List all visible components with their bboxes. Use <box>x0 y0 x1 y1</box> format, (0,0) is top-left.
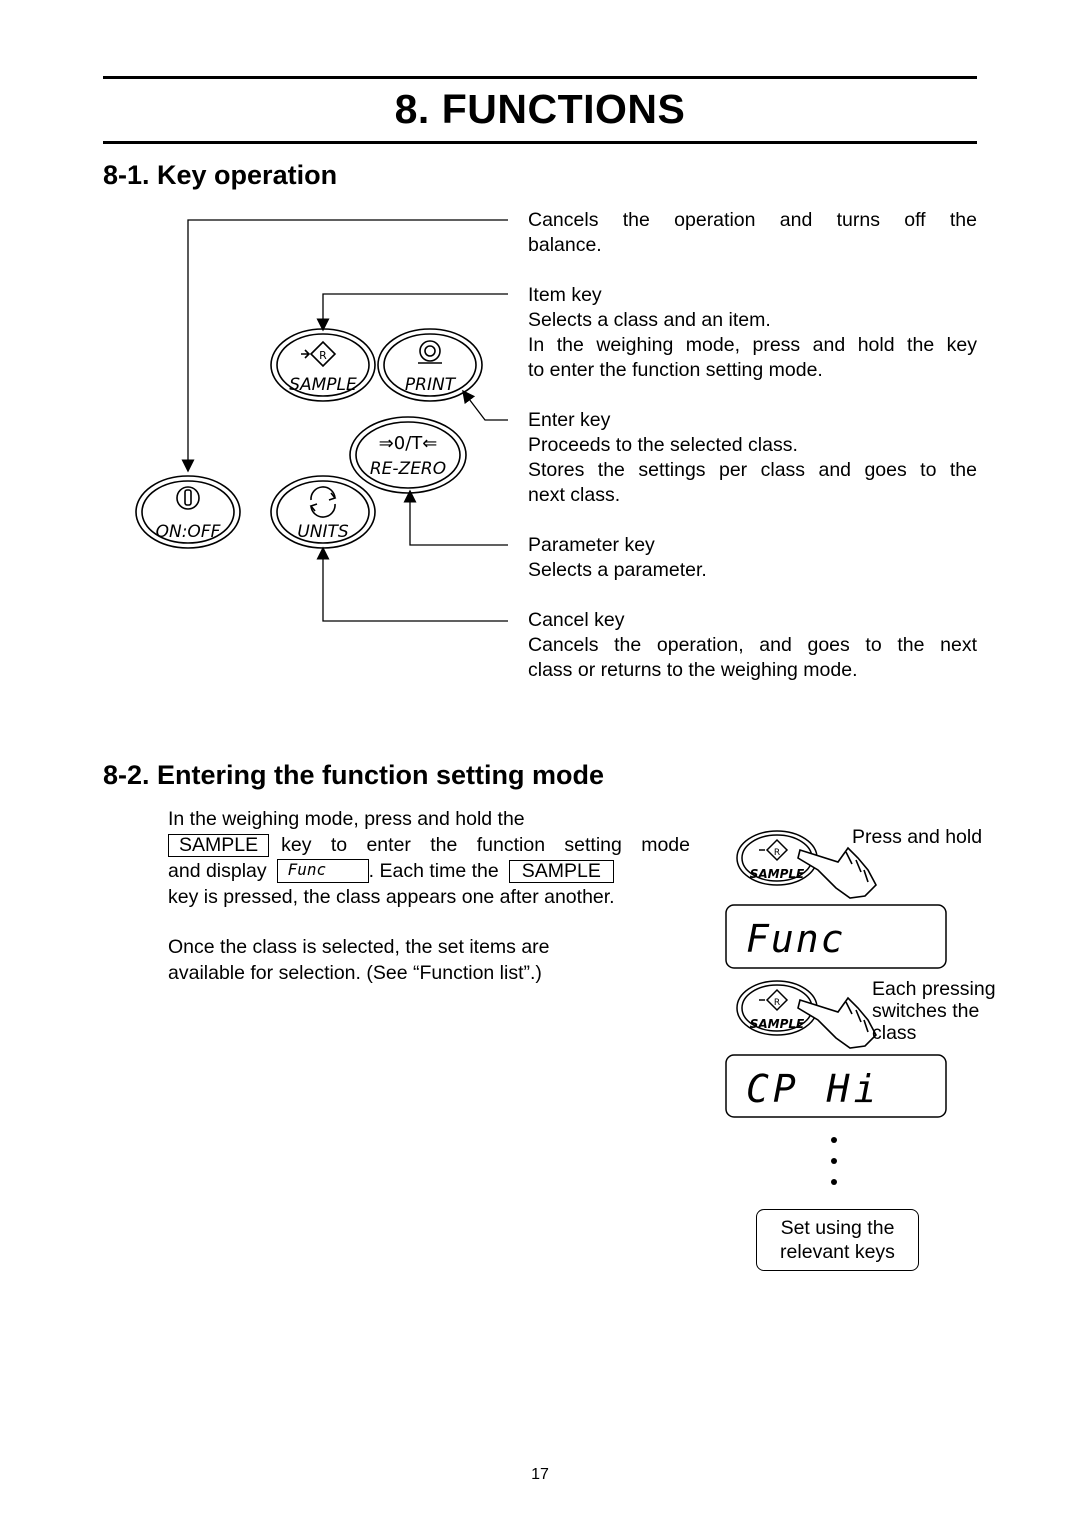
onoff-key-label: ON:OFF <box>156 522 221 542</box>
leader-line-sample <box>316 293 508 332</box>
desc-parameter-key: Parameter key Selects a parameter. <box>528 534 707 581</box>
leader-line-onoff <box>181 219 508 473</box>
key-diagram: R SAMPLE PRINT ⇒0/T⇐ RE-ZERO ON:OFF UNIT… <box>135 219 508 622</box>
bottom-rule <box>103 141 977 144</box>
rezero-key-label: RE-ZERO <box>370 459 446 479</box>
press-and-hold-label: Press and hold <box>852 826 983 848</box>
ellipsis-dot-1 <box>831 1137 837 1143</box>
sample-key-inline-2: SAMPLE <box>508 859 614 883</box>
hand-pointer-icon-2 <box>797 996 877 1049</box>
print-key <box>377 328 483 402</box>
lcd-display-cphi <box>725 1054 947 1118</box>
section-title-key-operation: 8-1. Key operation <box>103 160 338 190</box>
sample-key <box>270 328 376 402</box>
leader-line-units <box>316 546 508 622</box>
units-key <box>270 475 376 549</box>
leader-line-rezero <box>403 489 508 546</box>
lcd-text-func: Func <box>746 917 846 961</box>
desc-cancel-key: Cancel key Cancels the operation, and go… <box>528 609 977 681</box>
lcd-text-cphi: CP Hi <box>746 1067 880 1111</box>
desc-item-key: Item key Selects a class and an item. In… <box>528 284 977 381</box>
onoff-key <box>135 475 241 549</box>
rezero-key <box>349 416 467 494</box>
ellipsis-dot-3 <box>831 1179 837 1185</box>
sample-key-label: SAMPLE <box>289 375 357 395</box>
page-number: 17 <box>531 1466 549 1483</box>
print-key-label: PRINT <box>405 375 457 395</box>
hand-pointer-icon-1 <box>797 846 877 899</box>
lcd-display-func <box>725 904 947 969</box>
leader-line-enter <box>462 389 508 421</box>
ellipsis-dot-2 <box>831 1158 837 1164</box>
section2-paragraph1: In the weighing mode, press and hold the… <box>168 808 690 908</box>
svg-text:SAMPLE: SAMPLE <box>750 867 805 881</box>
sample-key-inline: SAMPLE <box>168 833 270 857</box>
sample-key-r: R <box>319 349 327 362</box>
rezero-key-symbol: ⇒0/T⇐ <box>379 433 438 454</box>
desc-onoff: Cancels the operation and turns off the … <box>528 209 977 256</box>
each-pressing-label: Each pressing switches the class <box>872 978 996 1044</box>
func-display-inline: Func <box>276 859 369 883</box>
chapter-title: 8. FUNCTIONS <box>394 86 686 132</box>
svg-text:SAMPLE: SAMPLE <box>750 1017 805 1031</box>
section2-paragraph2: Once the class is selected, the set item… <box>168 936 550 984</box>
set-using-relevant-keys-box: Set using the relevant keys <box>756 1209 919 1271</box>
svg-text:R: R <box>774 848 780 858</box>
units-key-label: UNITS <box>297 522 349 542</box>
top-rule <box>103 76 977 79</box>
svg-text:R: R <box>774 998 780 1008</box>
desc-enter-key: Enter key Proceeds to the selected class… <box>528 409 977 506</box>
section-title-entering: 8-2. Entering the function setting mode <box>103 760 605 790</box>
